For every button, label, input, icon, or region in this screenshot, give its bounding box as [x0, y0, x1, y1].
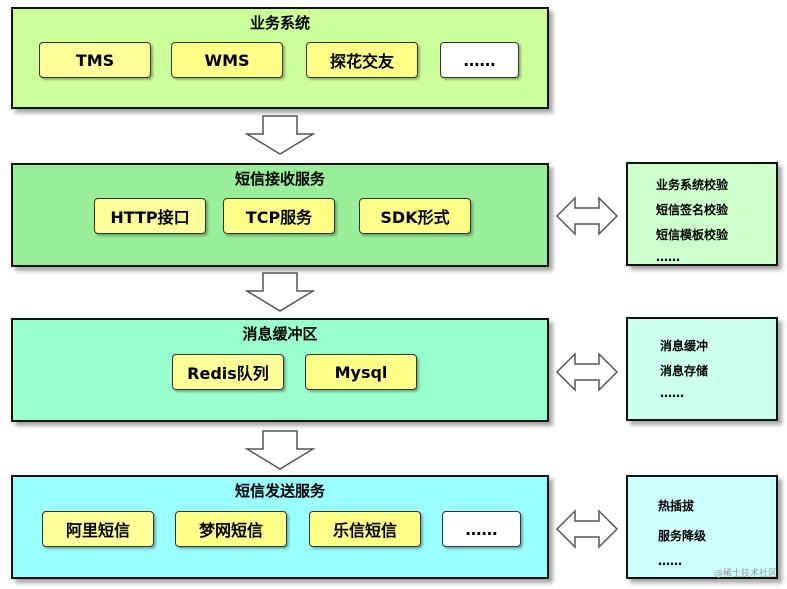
- watermark: @稀土技术社区: [713, 569, 777, 579]
- layer-sms-send-service: 短信发送服务 阿里短信 梦网短信 乐信短信 ……: [11, 475, 549, 579]
- chip-redis: Redis队列: [172, 354, 284, 390]
- double-arrow-icon: [555, 352, 619, 392]
- double-arrow-icon: [555, 196, 619, 236]
- layer-message-buffer: 消息缓冲区 Redis队列 Mysql: [11, 318, 549, 422]
- side-item: 消息缓冲: [660, 339, 709, 353]
- layer-title: 业务系统: [249, 14, 310, 32]
- chip-lexin-sms: 乐信短信: [309, 511, 421, 547]
- chip-more: ……: [440, 42, 519, 78]
- side-item: 热插拔: [658, 499, 695, 513]
- side-item: 消息存储: [660, 364, 709, 378]
- down-arrow-icon: [244, 272, 316, 312]
- side-item: 短信模板校验: [656, 228, 729, 242]
- chip-tanhua: 探花交友: [306, 42, 418, 78]
- side-item: 服务降级: [658, 529, 707, 543]
- side-item: ……: [656, 250, 680, 264]
- down-arrow-icon: [244, 115, 316, 155]
- chip-mysql: Mysql: [305, 354, 417, 390]
- side-item: 短信签名校验: [656, 203, 729, 217]
- chip-mengwang-sms: 梦网短信: [175, 511, 287, 547]
- layer-sms-receive-service: 短信接收服务 HTTP接口 TCP服务 SDK形式: [11, 163, 549, 267]
- chip-wms: WMS: [171, 42, 283, 78]
- down-arrow-icon: [244, 430, 316, 470]
- chip-tms: TMS: [39, 42, 151, 78]
- side-panel-validation: 业务系统校验 短信签名校验 短信模板校验 ……: [626, 162, 778, 266]
- side-panel-service-control: 热插拔 服务降级 ……: [626, 475, 778, 579]
- chip-more: ……: [442, 511, 521, 547]
- layer-business-systems: 业务系统 TMS WMS 探花交友 ……: [11, 7, 549, 109]
- chip-sdk: SDK形式: [359, 198, 471, 234]
- side-item: ……: [660, 386, 684, 400]
- side-item: 业务系统校验: [656, 178, 729, 192]
- chip-tcp: TCP服务: [223, 198, 335, 234]
- chip-http: HTTP接口: [94, 198, 206, 234]
- side-item: ……: [658, 554, 682, 568]
- layer-title: 短信发送服务: [234, 482, 325, 500]
- chip-aliyun-sms: 阿里短信: [42, 511, 154, 547]
- side-panel-buffer: 消息缓冲 消息存储 ……: [626, 317, 778, 421]
- layer-title: 消息缓冲区: [242, 325, 318, 343]
- layer-title: 短信接收服务: [234, 170, 325, 188]
- double-arrow-icon: [555, 509, 619, 549]
